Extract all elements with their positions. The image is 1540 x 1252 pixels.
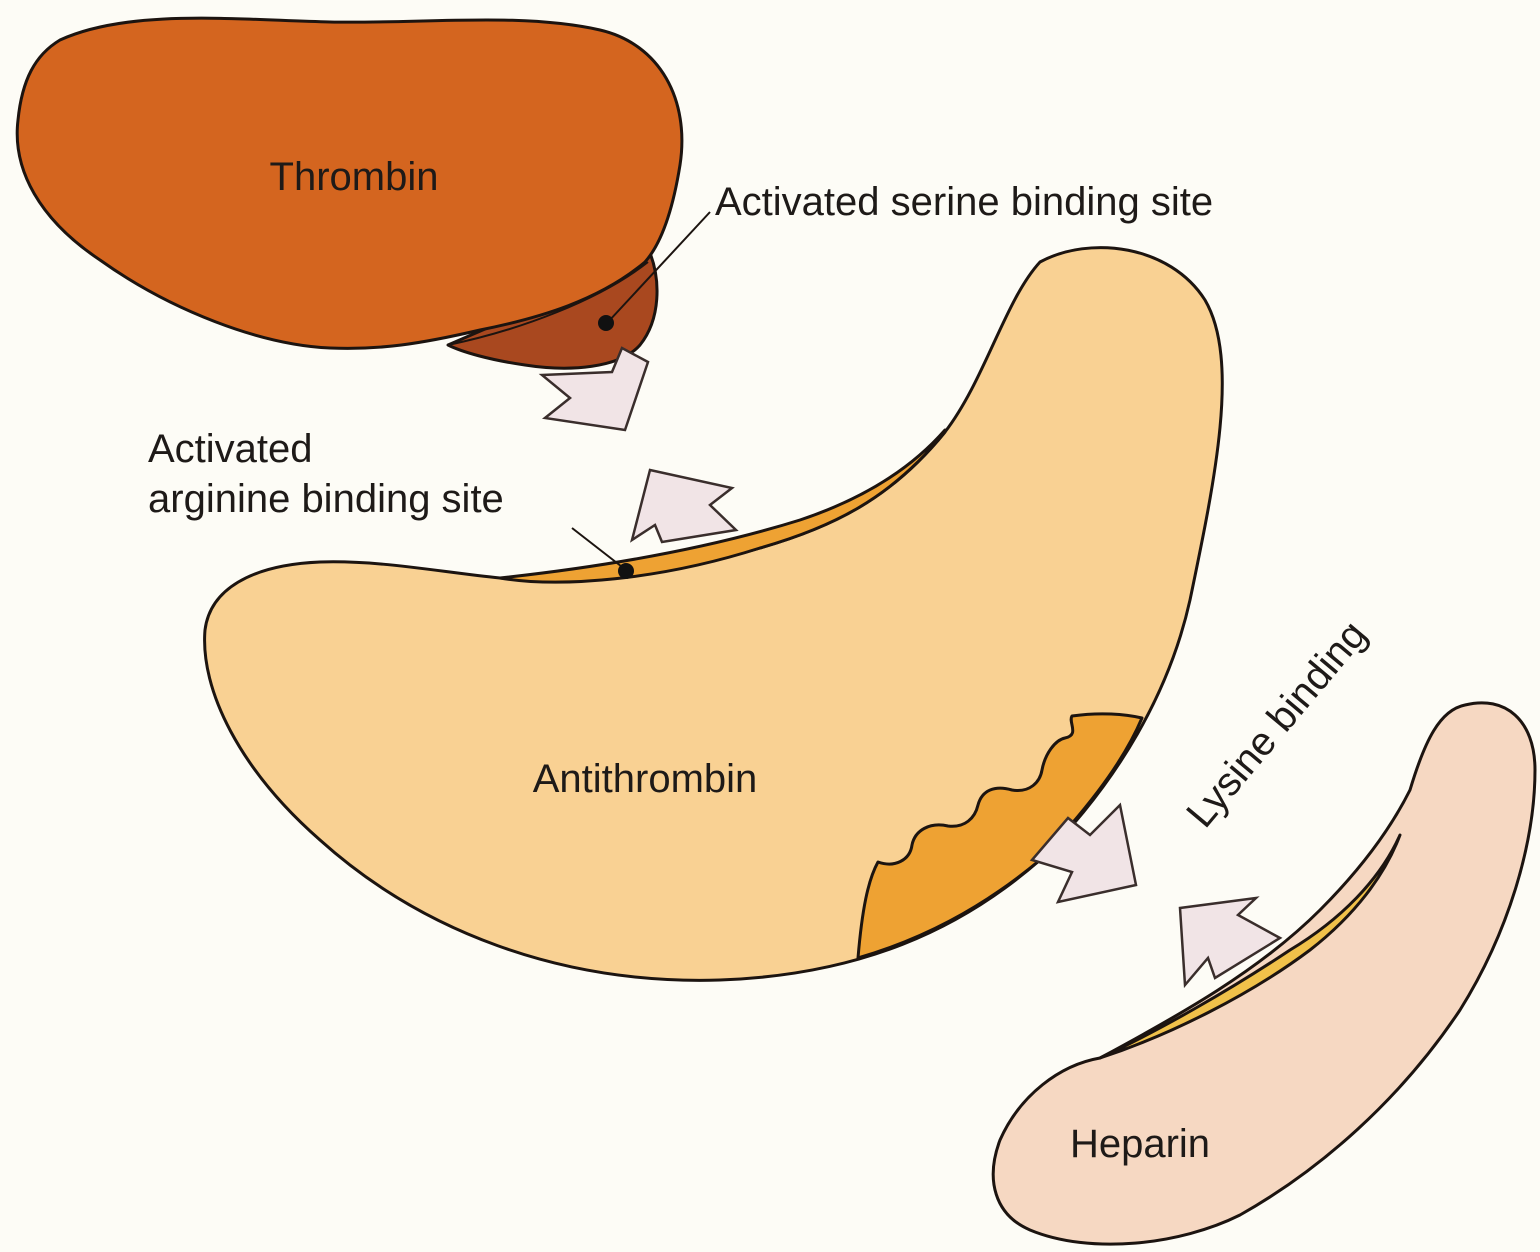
arginine-site-label-line1: Activated [148, 427, 313, 471]
heparin-label: Heparin [1070, 1122, 1210, 1166]
lysine-binding-label: Lysine binding [1178, 613, 1375, 836]
arginine-site-dot [618, 563, 634, 579]
thrombin-label: Thrombin [270, 155, 439, 199]
antithrombin-label: Antithrombin [533, 757, 758, 801]
arginine-site-label-line2: arginine binding site [148, 477, 504, 521]
serine-site-label: Activated serine binding site [715, 180, 1213, 224]
serine-site-dot [598, 315, 614, 331]
arrow-arginine-up [632, 470, 736, 542]
